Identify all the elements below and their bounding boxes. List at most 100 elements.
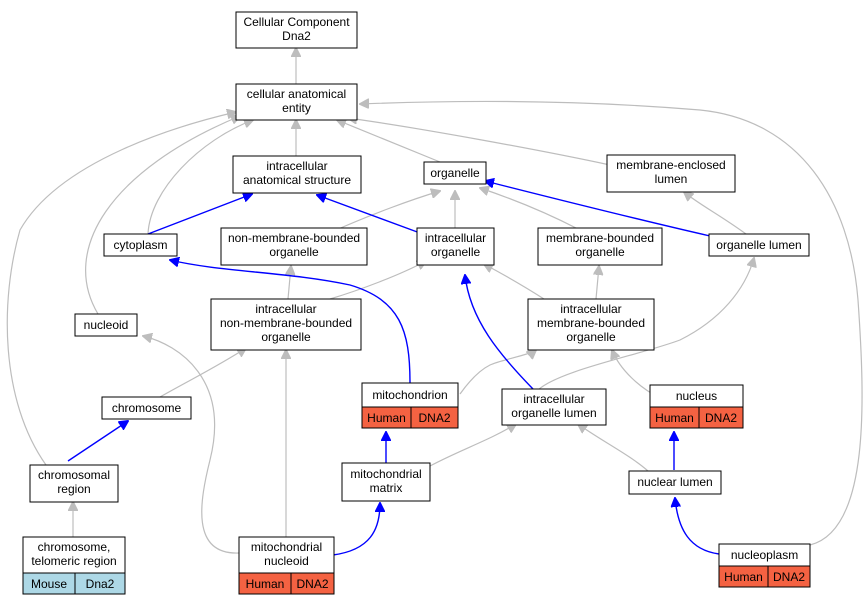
node-label: entity: [282, 101, 311, 115]
edge: [170, 260, 411, 384]
edge: [85, 116, 240, 315]
gene-badge: [698, 406, 744, 429]
edge: [465, 275, 534, 390]
gene-badge: [767, 565, 811, 588]
badge-label: Human: [724, 570, 763, 584]
gene-badge: [74, 572, 126, 595]
node-label: nuclear lumen: [637, 475, 712, 489]
node-label: intracellular: [266, 159, 327, 173]
edge: [335, 191, 440, 231]
node-intracellular-organelle[interactable]: intracellular organelle: [416, 227, 495, 266]
node-label: non-membrane-bounded: [220, 316, 352, 330]
node-cellular-component-root[interactable]: Cellular Component Dna2: [235, 11, 358, 49]
node-label: Dna2: [282, 29, 311, 43]
node-mitochondrion[interactable]: mitochondrion Human DNA2: [361, 382, 459, 429]
badge-label: DNA2: [296, 577, 328, 591]
edge: [288, 266, 291, 300]
edge: [684, 192, 747, 235]
node-label: anatomical structure: [243, 173, 351, 187]
edges-blue: [67, 181, 720, 556]
node-membrane-bounded-organelle[interactable]: membrane-bounded organelle: [537, 227, 663, 266]
edge: [159, 348, 246, 398]
node-label: non-membrane-bounded: [228, 231, 360, 245]
edge: [6, 112, 236, 466]
edge: [596, 266, 599, 300]
node-chromosome[interactable]: chromosome: [101, 396, 192, 420]
node-label: organelle: [575, 245, 625, 259]
node-organelle-lumen[interactable]: organelle lumen: [708, 233, 810, 257]
edge: [147, 194, 252, 235]
gene-badge: [410, 406, 459, 429]
node-label: organelle: [566, 330, 616, 344]
node-chromosome-telomeric-region[interactable]: chromosome, telomeric region Mouse Dna2: [22, 536, 126, 595]
node-label: nucleus: [676, 389, 717, 403]
node-label: cellular anatomical: [247, 87, 346, 101]
node-nucleoplasm[interactable]: nucleoplasm Human DNA2: [718, 543, 811, 588]
node-mitochondrial-nucleoid[interactable]: mitochondrial nucleoid Human DNA2: [238, 536, 335, 595]
badge-label: Human: [246, 577, 285, 591]
node-intracellular-organelle-lumen[interactable]: intracellular organelle lumen: [501, 388, 607, 426]
edge: [329, 261, 426, 300]
edge: [578, 424, 649, 472]
node-nucleus[interactable]: nucleus Human DNA2: [649, 384, 744, 429]
node-label: region: [57, 482, 90, 496]
node-intracellular-non-membrane-bounded-organelle[interactable]: intracellular non-membrane-bounded organ…: [210, 298, 362, 351]
node-chromosomal-region[interactable]: chromosomal region: [29, 464, 119, 503]
node-label: chromosome: [112, 401, 182, 415]
badge-label: Mouse: [31, 577, 67, 591]
edges-gray: [6, 48, 863, 554]
edge: [675, 498, 720, 555]
node-mitochondrial-matrix[interactable]: mitochondrial matrix: [341, 462, 431, 502]
node-cytoplasm[interactable]: cytoplasm: [103, 233, 178, 257]
node-label: nucleoid: [84, 318, 129, 332]
edge: [337, 120, 441, 163]
node-label: organelle: [261, 330, 311, 344]
edge: [317, 195, 421, 234]
node-label: cytoplasm: [113, 238, 167, 252]
node-label: matrix: [370, 481, 403, 495]
node-intracellular-anatomical-structure[interactable]: intracellular anatomical structure: [232, 155, 362, 194]
badge-label: Dna2: [86, 577, 115, 591]
node-membrane-enclosed-lumen[interactable]: membrane-enclosed lumen: [606, 154, 736, 193]
node-label: mitochondrial: [251, 540, 322, 554]
node-cellular-anatomical-entity[interactable]: cellular anatomical entity: [235, 83, 358, 121]
badge-label: Human: [655, 411, 694, 425]
node-label: organelle lumen: [716, 238, 801, 252]
badge-label: Human: [367, 411, 406, 425]
node-intracellular-membrane-bounded-organelle[interactable]: intracellular membrane-bounded organelle: [527, 298, 655, 351]
node-label: membrane-bounded: [546, 231, 654, 245]
node-label: intracellular: [255, 302, 316, 316]
node-label: organelle: [431, 245, 481, 259]
edge: [143, 336, 240, 554]
node-label: lumen: [655, 172, 688, 186]
node-label: intracellular: [425, 231, 486, 245]
node-label: organelle: [430, 166, 480, 180]
node-label: membrane-bounded: [537, 316, 645, 330]
edge: [484, 264, 545, 300]
node-label: organelle: [269, 245, 319, 259]
edge: [147, 120, 253, 235]
edge: [360, 102, 863, 546]
edge: [537, 258, 754, 391]
node-label: intracellular: [560, 302, 621, 316]
node-label: nucleoid: [264, 554, 309, 568]
badge-label: DNA2: [418, 411, 450, 425]
badge-label: DNA2: [705, 411, 737, 425]
node-label: intracellular: [523, 392, 584, 406]
node-label: Cellular Component: [243, 15, 350, 29]
gene-badge: [290, 572, 335, 595]
edge: [485, 181, 711, 237]
node-label: chromosome,: [38, 540, 111, 554]
node-nuclear-lumen[interactable]: nuclear lumen: [628, 470, 722, 495]
node-label: membrane-enclosed: [616, 158, 725, 172]
node-label: telomeric region: [31, 554, 116, 568]
edge: [429, 424, 516, 467]
badge-label: DNA2: [773, 570, 805, 584]
edge: [67, 421, 128, 462]
node-non-membrane-bounded-organelle[interactable]: non-membrane-bounded organelle: [220, 227, 368, 266]
node-organelle[interactable]: organelle: [423, 161, 487, 185]
edge: [459, 350, 536, 395]
node-nucleoid[interactable]: nucleoid: [74, 313, 138, 337]
node-label: organelle lumen: [511, 406, 596, 420]
